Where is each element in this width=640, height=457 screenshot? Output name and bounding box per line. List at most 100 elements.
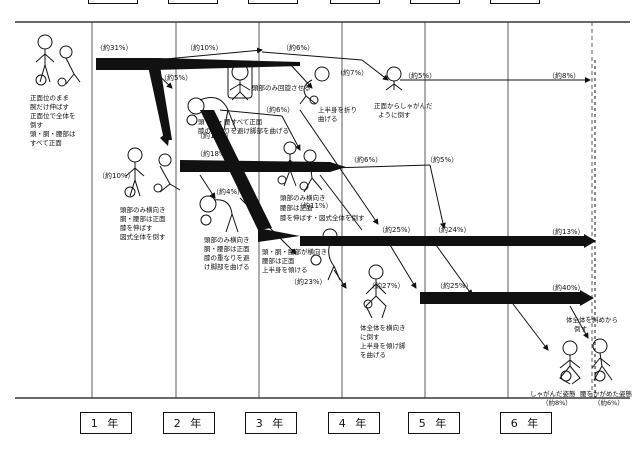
pct-label: （約6%） — [282, 43, 314, 52]
stage-line: すべて正面 — [30, 139, 62, 147]
stage-line: を曲げる — [360, 350, 386, 359]
pct-label: （約11%） — [196, 131, 233, 140]
stage-line: 上半身を傾ける — [262, 265, 308, 274]
stage-line: 頭部のみ横向き — [280, 193, 326, 202]
pct-label: （約10%） — [186, 43, 223, 52]
stage-line: 胴・腰部は正面 — [120, 214, 166, 223]
stage-label-y4: 体全体を横向き に倒す 上半身を傾け脚 を曲げる — [360, 323, 406, 359]
stage-line: 腕だけ伸ばす — [30, 102, 70, 111]
stage-line: 上半身を傾け脚 — [360, 341, 406, 350]
pct-label: （約24%） — [434, 225, 471, 234]
stage-line: 腰をかがめた姿態 — [580, 389, 633, 398]
figure-icon-squat-front — [385, 66, 403, 91]
pct-label: （約11%） — [296, 201, 333, 210]
stage-line: 図式全体を倒す — [120, 232, 166, 241]
figure-icon-y6-squat — [559, 340, 581, 385]
pct-label: （約13%） — [548, 227, 585, 236]
pct-label: （約23%） — [290, 277, 327, 286]
pct-label: （約5%） — [160, 73, 192, 82]
stage-label-y3-lean: 頭・胴・腰部が横向き 腰部は正面 上半身を傾ける — [262, 247, 327, 274]
stage-line: 膝の重なりを避 — [204, 253, 250, 262]
year-box-5: 5 年 — [408, 412, 460, 434]
stage-line: 上半身を折り — [318, 105, 357, 114]
year-box-2: 2 年 — [163, 412, 215, 434]
pct-label: （約5%） — [404, 71, 436, 80]
stage-label-y1: 正面位のまま 腕だけ伸ばす 正面位で全体を 倒す 頭・胴・腰部は すべて正面 — [30, 93, 76, 147]
figure-icon-y6-stoop — [591, 338, 613, 382]
top-box-3 — [248, 0, 298, 4]
stage-line: （約6%） — [594, 398, 624, 407]
pct-label: （約31%） — [96, 43, 133, 52]
stage-label-y3: 頭部のみ横向き 腰部は正面 膝を伸ばす・図式全体を倒す — [280, 193, 365, 222]
top-box-5 — [410, 0, 460, 4]
pct-label: （約27%） — [368, 281, 405, 290]
pct-label: （約5%） — [426, 155, 458, 164]
stage-line: （約8%） — [542, 398, 572, 407]
percent-labels: （約31%） （約10%） （約6%） （約5%） （約7%） （約5%） （約… — [96, 43, 585, 292]
stage-line: 正面からしゃがんだ — [374, 101, 433, 110]
year-box-4: 4 年 — [328, 412, 380, 434]
stage-line: 膝の重なりを避け脚部を曲げる — [198, 126, 289, 135]
stage-line: 体全体を斜めから — [566, 315, 618, 324]
stage-label-y2-side: 頭部のみ横向き 胴・腰部は正面 膝の重なりを避 け脚部を曲げる — [204, 235, 250, 271]
figure-icon-y2 — [199, 195, 239, 233]
top-box-1 — [88, 0, 138, 4]
pct-label: （約8%） — [548, 71, 580, 80]
stage-line: 頭・胴・腰部が横向き — [262, 247, 327, 256]
stage-line: 膝を伸ばす — [120, 223, 153, 232]
stage-line: け脚部を曲げる — [204, 262, 250, 271]
stage-label-y6-squat: しゃがんだ姿態 （約8%） — [530, 389, 576, 407]
stage-line: 胴・腰部は正面 — [204, 244, 250, 253]
figure-icon-bend-over — [186, 97, 237, 131]
figure-icon-bend — [299, 66, 330, 105]
stage-label-y1-side: 頭部のみ横向き 胴・腰部は正面 膝を伸ばす 図式全体を倒す — [120, 205, 166, 241]
year-box-3: 3 年 — [245, 412, 297, 434]
pct-label: （約25%） — [378, 225, 415, 234]
stage-line: 腰部は正面 — [262, 256, 295, 265]
stage-line: しゃがんだ姿態 — [530, 389, 576, 398]
pct-label: （約18%） — [196, 149, 233, 158]
thin-flows — [149, 47, 596, 398]
stage-line: 膝を伸ばす・図式全体を倒す — [280, 213, 365, 222]
figure-icon-y1-side — [124, 147, 181, 198]
stage-line: 倒す — [30, 120, 44, 129]
stage-line: 頭部のみ横向き — [120, 205, 166, 214]
stage-label-squat-front: 正面からしゃがんだ ように倒す — [374, 101, 433, 119]
stage-line: 頭・胴・腰部は — [30, 129, 76, 138]
figure-icon-y1 — [35, 34, 81, 87]
stage-line: 頭部のみ回旋させる — [252, 83, 311, 92]
year-box-6: 6 年 — [500, 412, 552, 434]
stage-label-y6-diag: 体全体を斜めから 倒す — [566, 315, 618, 333]
stage-label-y6-stoop: 腰をかがめた姿態 （約6%） — [580, 389, 633, 407]
top-box-4 — [330, 0, 380, 4]
stage-line: 曲げる — [318, 114, 338, 123]
year-box-1: 1 年 — [80, 412, 132, 434]
stage-label-head-turn: 頭部のみ回旋させる — [252, 83, 311, 92]
stage-line: 倒す — [574, 324, 588, 333]
pct-label: （約7%） — [336, 68, 368, 77]
stage-line: 腰部は正面 — [280, 203, 313, 212]
figure-icon-y3-lean — [310, 228, 341, 281]
pct-label: （約25%） — [436, 281, 473, 290]
pct-label: （約4%） — [212, 187, 244, 196]
stage-line: 正面位で全体を — [30, 111, 76, 120]
figure-icon-y4 — [363, 264, 387, 319]
stage-line: ように倒す — [378, 110, 411, 119]
figure-icon-head-turn — [227, 61, 253, 101]
stage-line: 頭部のみ横向き — [204, 235, 250, 244]
stage-label-y2-front: 頭・胴・腰すべて正面 膝の重なりを避け脚部を曲げる — [198, 118, 289, 135]
top-box-2 — [168, 0, 218, 4]
top-box-6 — [490, 0, 540, 4]
pct-label: （約10%） — [98, 171, 135, 180]
stage-label-bend: 上半身を折り 曲げる — [318, 105, 357, 123]
stage-line: 頭・胴・腰すべて正面 — [198, 118, 263, 126]
thick-flows — [96, 58, 596, 306]
pct-label: （約6%） — [350, 155, 382, 164]
stage-line: 体全体を横向き — [360, 323, 406, 332]
pct-label: （約6%） — [262, 105, 294, 114]
stage-line: に倒す — [360, 332, 380, 341]
pct-label: （約40%） — [548, 283, 585, 292]
figure-icon-y3 — [277, 141, 323, 193]
